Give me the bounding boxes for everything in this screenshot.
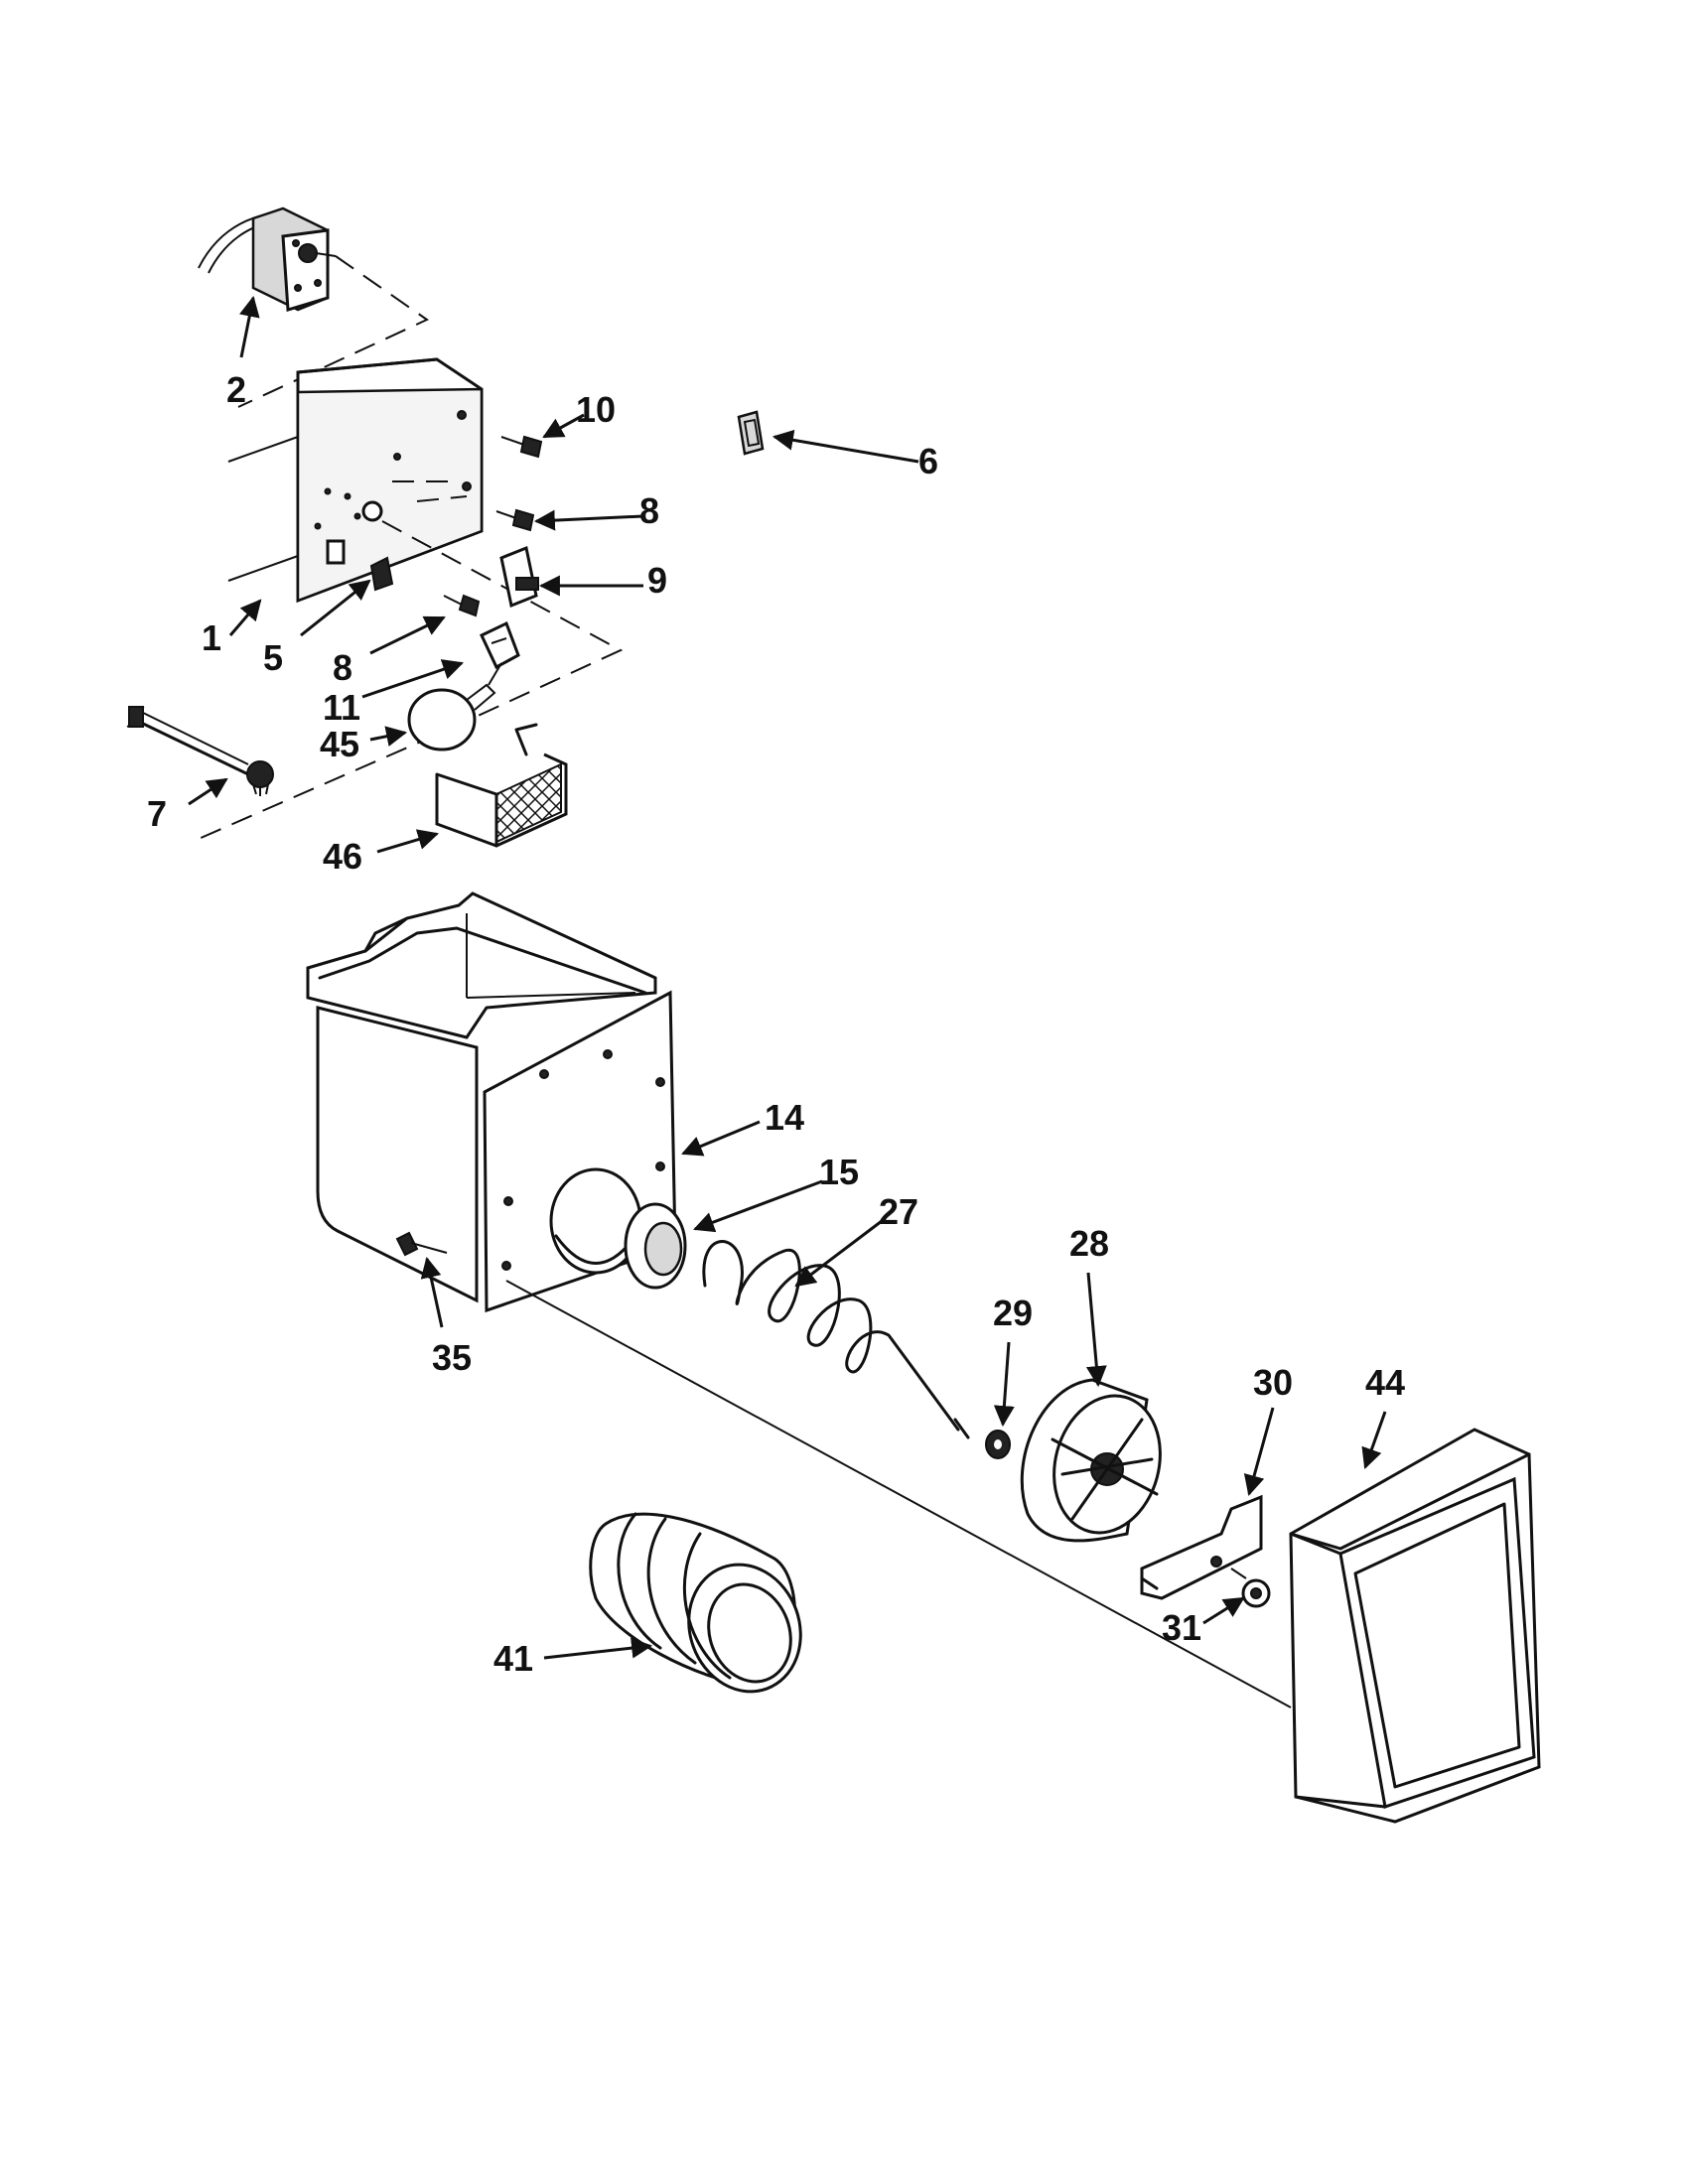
bushing-part-15: [624, 1202, 687, 1290]
lamp-socket-part-11: [480, 620, 520, 686]
callout-8-lower: 8: [333, 647, 352, 688]
callout-28: 28: [1069, 1223, 1109, 1264]
callout-5: 5: [263, 637, 283, 678]
callout-7: 7: [147, 793, 167, 834]
light-shield-part-46: [435, 723, 568, 848]
drum-part-28: [1020, 1378, 1162, 1543]
callout-labels: 2 10 6 8 9 1 5 8 11 45 7 46 14 15 27 28 …: [147, 369, 1405, 1679]
callout-46: 46: [323, 836, 362, 877]
callout-35: 35: [432, 1337, 472, 1378]
callout-45: 45: [320, 724, 359, 764]
sensor-part-7: [126, 706, 274, 796]
screw-part-8-lower: [443, 594, 481, 617]
callout-29: 29: [993, 1293, 1033, 1333]
callout-41: 41: [493, 1638, 533, 1679]
part-5: [369, 556, 394, 592]
callout-15: 15: [819, 1152, 859, 1192]
callout-44: 44: [1365, 1362, 1405, 1403]
screw-part-10: [500, 435, 543, 459]
housing-part-1: [296, 357, 484, 604]
light-bulb-part-45: [407, 683, 496, 751]
callout-1: 1: [202, 617, 221, 658]
callout-31: 31: [1162, 1607, 1201, 1648]
callout-11: 11: [323, 687, 360, 728]
washer-part-29: [985, 1430, 1011, 1459]
bracket-part-9: [499, 545, 539, 609]
auger-spring-part-27: [702, 1240, 970, 1439]
nut-part-31: [1230, 1568, 1271, 1608]
motor-part-2: [198, 206, 337, 312]
callout-30: 30: [1253, 1362, 1293, 1403]
callout-6: 6: [918, 441, 938, 481]
ice-bucket-part-14: [306, 891, 677, 1313]
callout-10: 10: [576, 389, 616, 430]
callout-2: 2: [226, 369, 246, 410]
callout-27: 27: [879, 1191, 918, 1232]
screw-part-35: [395, 1231, 448, 1257]
leader-lines: [188, 295, 1387, 1660]
front-cover-part-44: [1289, 1428, 1541, 1824]
cylinder-part-41: [589, 1512, 802, 1694]
screw-part-8-upper: [495, 508, 535, 532]
clip-part-6: [737, 410, 765, 456]
bracket-part-30: [1140, 1494, 1263, 1600]
callout-9: 9: [647, 560, 667, 601]
callout-14: 14: [765, 1097, 804, 1138]
callout-8-upper: 8: [639, 490, 659, 531]
